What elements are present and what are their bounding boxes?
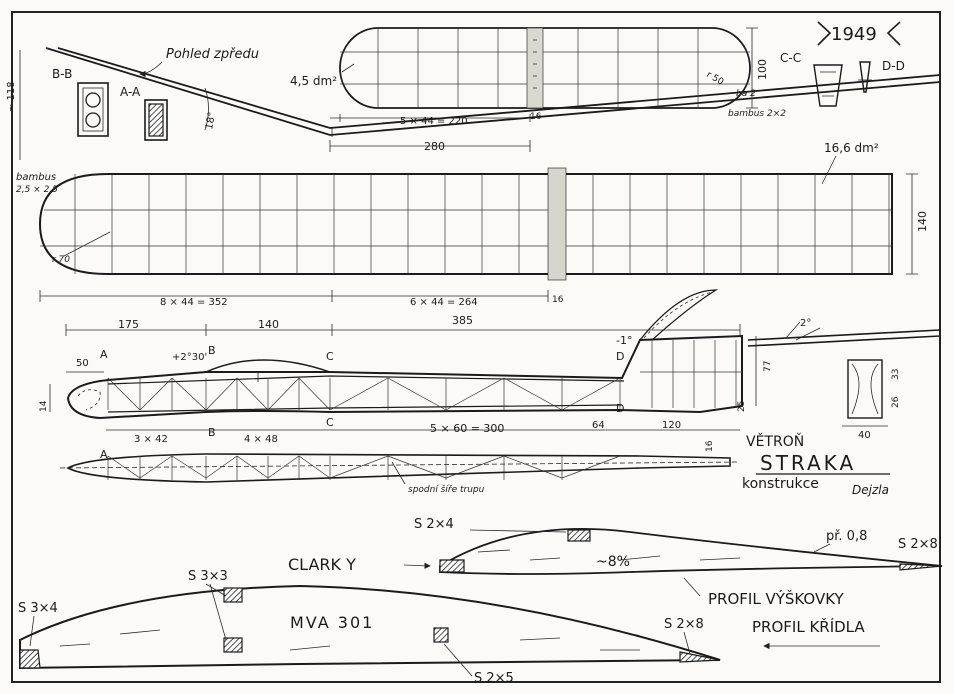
- dihedral-angle: 18°: [204, 111, 218, 130]
- stab-area: 4,5 dm²: [290, 74, 337, 88]
- bays-5x60: 5 × 60 = 300: [430, 422, 504, 435]
- dim-175: 175: [118, 318, 139, 331]
- wing-chord: 140: [916, 211, 929, 232]
- wing-profile: S 3×4 S 3×3 MVA 301 S 2×5 S 2×8 PROFIL K…: [18, 569, 880, 686]
- title-block: VĚTROŇ STRAKA konstrukce Dejzla: [742, 433, 890, 497]
- dim-14: 14: [39, 400, 49, 412]
- wing-le-spar: S 3×4: [18, 601, 58, 616]
- stab-mid: 16: [530, 112, 542, 122]
- tail-profile: S 2×4 ~8% př. 0,8 S 2×8 CLARK Y PROFIL V…: [288, 517, 943, 608]
- wing-profile-name: MVA 301: [290, 613, 374, 632]
- dim-120: 120: [662, 420, 681, 431]
- wing-main-spars: S 3×3: [188, 569, 228, 584]
- bottom-width-note: spodní šíře trupu: [408, 484, 485, 495]
- front-view-height: ~ 118: [6, 81, 17, 112]
- wing-area: 16,6 dm²: [824, 141, 879, 155]
- section-d-top: D: [616, 350, 624, 363]
- label-aa: A-A: [120, 85, 141, 99]
- bays-3x42: 3 × 42: [134, 434, 168, 445]
- dim-40: 40: [858, 430, 871, 441]
- dim-33: 33: [891, 369, 901, 380]
- stab-chord: 100: [756, 59, 769, 80]
- tail-spar-top: S 2×4: [414, 517, 454, 532]
- clark-label: CLARK Y: [288, 555, 356, 574]
- section-bb-aa: B-B A-A: [52, 67, 168, 141]
- label-dd: D-D: [882, 59, 905, 73]
- wing-profile-label: PROFIL KŘÍDLA: [752, 617, 865, 636]
- section-b-top: B: [208, 344, 216, 357]
- label-cc: C-C: [780, 51, 801, 65]
- tail-angle: -1°: [616, 334, 632, 347]
- year-and-sections: 1949 C-C D-D: [780, 21, 905, 107]
- bays-4x48: 4 × 48: [244, 434, 278, 445]
- wing-outer-panel: 8 × 44 = 352: [160, 297, 228, 308]
- wing-top-view: bambus 2,5 × 2,5 r 70 16,6 dm² 140 8 × 4…: [16, 141, 929, 308]
- stabilizer-top-view: 4,5 dm² 5 × 44 = 220 16 100 r 50 ba 2 ba…: [290, 27, 786, 153]
- stab-span: 5 × 44 = 220: [400, 116, 468, 127]
- section-b-bottom: B: [208, 426, 216, 439]
- wing-lower-spar: S 2×5: [474, 671, 514, 686]
- fuselage-side-view: 175 140 385 50 A 14 +2°30' B C C B -1° D…: [39, 289, 773, 445]
- title-line3: konstrukce: [742, 476, 819, 492]
- title-line2: STRAKA: [760, 451, 856, 475]
- signature: Dejzla: [852, 483, 889, 497]
- dim-64: 64: [592, 420, 605, 431]
- front-view: Pohled zpředu ~ 118 18°: [6, 47, 941, 160]
- wing-incidence: +2°30': [172, 352, 207, 363]
- wing-tip-size: 2,5 × 2,5: [16, 185, 58, 195]
- section-a-bottom: A: [100, 448, 108, 461]
- stab-angle: 2°: [800, 318, 811, 329]
- tail-te-spar: S 2×8: [898, 537, 938, 552]
- fuselage-top-view: A 16 spodní šíře trupu: [59, 440, 741, 495]
- wing-radius: r 70: [52, 255, 70, 265]
- dim-25: 25: [737, 401, 747, 412]
- dim-26: 26: [891, 396, 901, 408]
- dim-385: 385: [452, 314, 473, 327]
- tail-half-span: 280: [424, 140, 445, 153]
- dim-77: 77: [763, 361, 773, 372]
- tail-te: př. 0,8: [826, 529, 867, 544]
- dim-16: 16: [705, 440, 715, 452]
- year-label: 1949: [831, 24, 877, 45]
- stab-radius: r 50: [705, 70, 726, 88]
- title-line1: VĚTROŇ: [746, 433, 804, 450]
- tail-profile-label: PROFIL VÝŠKOVKY: [708, 589, 845, 608]
- wing-mid: 16: [552, 295, 564, 305]
- stab-spar: bambus 2×2: [728, 109, 786, 119]
- section-c-bottom: C: [326, 416, 334, 429]
- wing-tip-note: bambus: [16, 172, 56, 183]
- section-c-top: C: [326, 350, 334, 363]
- tail-front-section: 2° 40 33 26: [747, 318, 941, 441]
- front-view-title: Pohled zpředu: [166, 47, 259, 62]
- wing-te-spar: S 2×8: [664, 617, 704, 632]
- tail-thickness: ~8%: [596, 554, 630, 570]
- plan-border: [11, 11, 941, 683]
- dim-50: 50: [76, 358, 89, 369]
- dim-140: 140: [258, 318, 279, 331]
- label-bb: B-B: [52, 67, 72, 81]
- stab-ba: ba 2: [736, 89, 756, 99]
- section-a-top: A: [100, 348, 108, 361]
- wing-inner-panel: 6 × 44 = 264: [410, 297, 478, 308]
